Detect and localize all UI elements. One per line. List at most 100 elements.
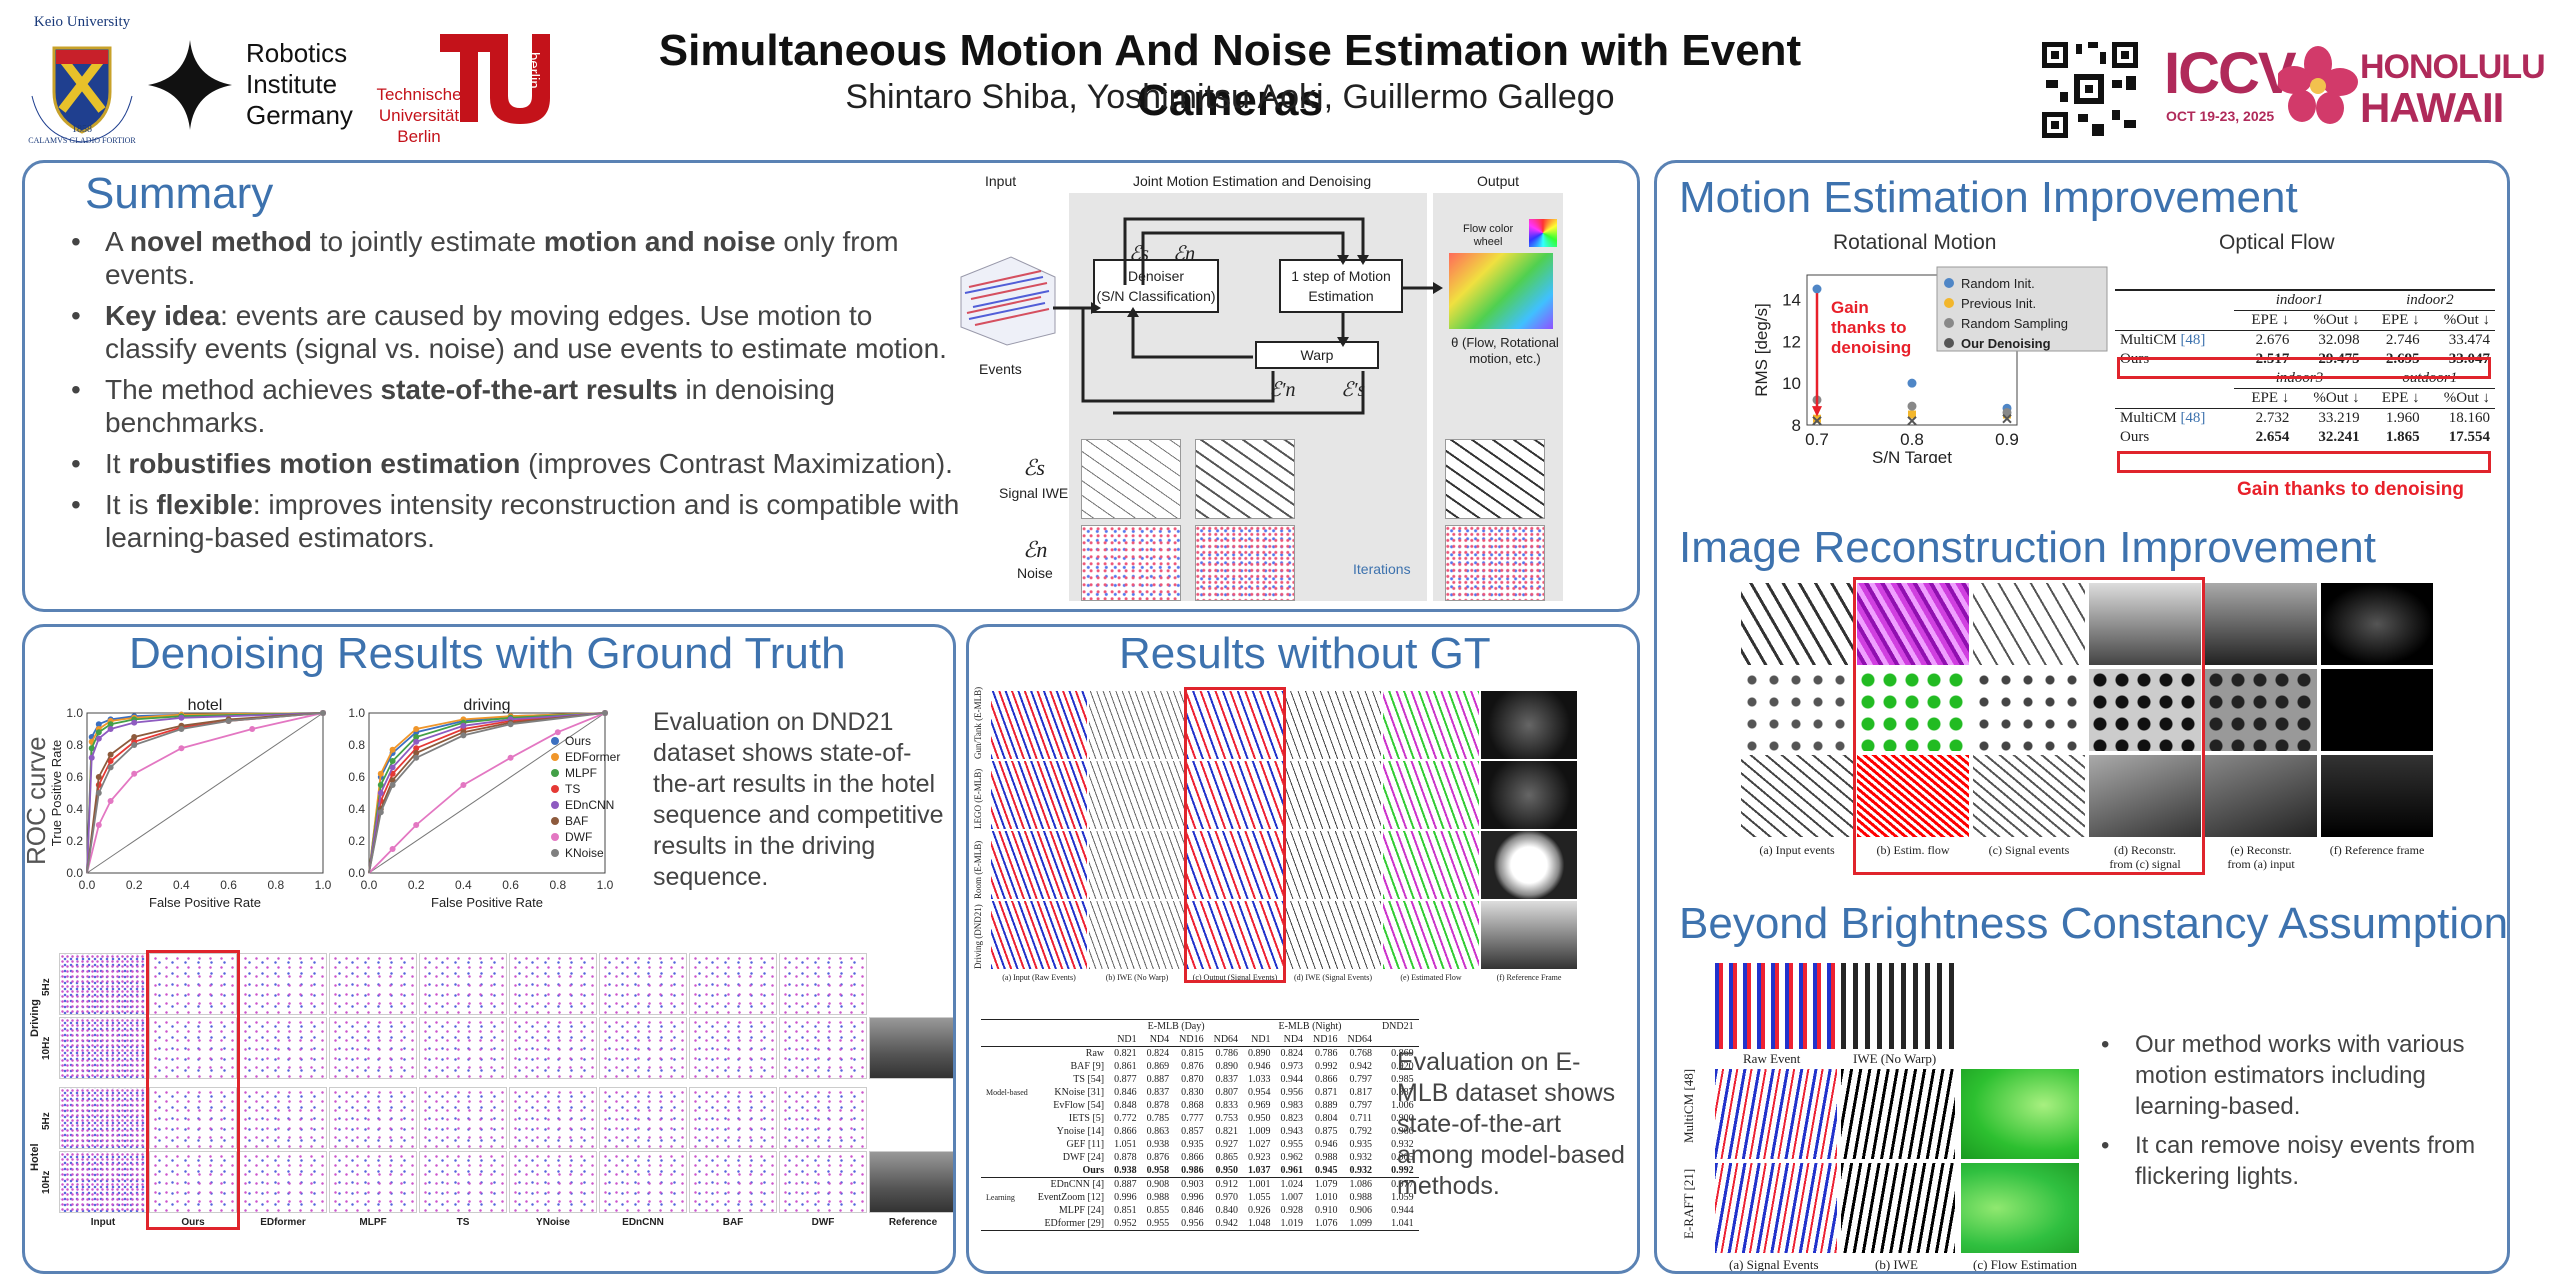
pipeline-output-label: Output bbox=[1477, 173, 1520, 189]
table-cell: 0.875 bbox=[1315, 1126, 1338, 1137]
rms-ytick: 14 bbox=[1782, 290, 1801, 309]
rms-point bbox=[1907, 416, 1917, 426]
table-cell: ND4 bbox=[1283, 1034, 1304, 1045]
roc-point bbox=[88, 754, 95, 761]
table-cell: 1.027 bbox=[1248, 1139, 1271, 1150]
nogt-grid: Gun/Tank (E-MLB)LEGO (E-MLB)Room (E-MLB)… bbox=[973, 687, 1609, 1031]
roc-point bbox=[377, 770, 384, 777]
beyond-signal-1 bbox=[1715, 1069, 1837, 1159]
table-cell: 0.861 bbox=[1114, 1061, 1137, 1072]
flow-ref: [48] bbox=[2180, 410, 2206, 426]
beyond-bullet-2: It can remove noisy events from flickeri… bbox=[2095, 1130, 2495, 1192]
denoise-cell bbox=[779, 953, 867, 1015]
legend-label: BAF bbox=[565, 814, 588, 828]
beyond-row1-label: MultiCM [48] bbox=[1681, 1068, 1696, 1143]
table-cell: 0.992 bbox=[1315, 1061, 1338, 1072]
rms-xtick: 0.7 bbox=[1805, 430, 1829, 449]
roc-xtick: 1.0 bbox=[315, 878, 332, 892]
table-cell: 0.932 bbox=[1349, 1152, 1372, 1163]
table-cell: EventZoom [12] bbox=[1037, 1192, 1105, 1203]
denoise-cell bbox=[419, 1017, 507, 1079]
rms-legend-marker bbox=[1944, 318, 1954, 328]
table-cell bbox=[981, 1177, 1033, 1191]
gain-arrowhead bbox=[1812, 406, 1822, 417]
denoise-cell bbox=[59, 1087, 147, 1149]
beyond-flow-1 bbox=[1961, 1069, 2079, 1159]
table-cell: 1.009 bbox=[1248, 1126, 1271, 1137]
roc-point bbox=[88, 745, 95, 752]
signal-iwe-2 bbox=[1195, 439, 1295, 519]
table-cell: 0.851 bbox=[1114, 1205, 1137, 1216]
table-cell: MLPF [24] bbox=[1058, 1205, 1105, 1216]
table-cell: 0.857 bbox=[1181, 1126, 1204, 1137]
table-cell: 1.048 bbox=[1243, 1217, 1276, 1231]
table-cell: 0.821 bbox=[1215, 1126, 1239, 1137]
table-cell: 0.935 bbox=[1349, 1139, 1372, 1150]
denoise-cell bbox=[869, 1087, 953, 1149]
roc-xtick: 0.6 bbox=[502, 878, 519, 892]
summary-bullet-2: Key idea: events are caused by moving ed… bbox=[65, 299, 965, 365]
table-cell: 0.962 bbox=[1280, 1152, 1304, 1163]
recon-cell bbox=[2205, 755, 2317, 837]
table-cell: 0.955 bbox=[1141, 1217, 1175, 1231]
table-cell: 0.903 bbox=[1174, 1177, 1209, 1191]
denoise-group-label: Driving bbox=[29, 999, 41, 1037]
table-cell: 0.961 bbox=[1280, 1165, 1304, 1176]
recon-caption-line: (b) Estim. flow bbox=[1876, 843, 1950, 857]
roc-point bbox=[131, 770, 138, 777]
keio-motto: CALAMVS GLADIO FORTIOR bbox=[28, 136, 136, 145]
roc-point bbox=[131, 719, 138, 726]
pipeline-figure: Input Joint Motion Estimation and Denois… bbox=[933, 163, 1593, 609]
flow-value: 33.219 bbox=[2318, 410, 2360, 426]
denoise-cell bbox=[599, 1087, 687, 1149]
denoise-cell bbox=[419, 953, 507, 1015]
nogt-row-label: Gun/Tank (E-MLB) bbox=[973, 686, 983, 759]
table-cell: 1.024 bbox=[1275, 1177, 1309, 1191]
table-cell: 1.033 bbox=[1248, 1074, 1271, 1085]
denoise-cell bbox=[689, 1151, 777, 1213]
rms-point bbox=[1908, 410, 1916, 419]
roc-point bbox=[95, 729, 102, 736]
roc-ytick: 0.6 bbox=[66, 770, 83, 784]
rms-ytick: 12 bbox=[1782, 332, 1801, 351]
nogt-title: Results without GT bbox=[1119, 629, 1491, 678]
denoising-panel: Denoising Results with Ground Truth ROC … bbox=[22, 624, 956, 1274]
recon-cell bbox=[2089, 669, 2201, 751]
rms-legend: Random Init.Previous Init.Random Samplin… bbox=[1936, 266, 2108, 352]
roc-ytick: 1.0 bbox=[348, 706, 365, 720]
roc-point bbox=[413, 738, 420, 745]
table-cell: 0.869 bbox=[1146, 1061, 1170, 1072]
table-cell: 1.076 bbox=[1308, 1217, 1343, 1231]
table-cell: 0.868 bbox=[1181, 1100, 1204, 1111]
table-cell: IETS [5] bbox=[1068, 1113, 1105, 1124]
flow-value: 33.474 bbox=[2448, 332, 2490, 348]
rig-logo-text: Robotics Institute Germany bbox=[246, 38, 353, 131]
rms-legend-marker bbox=[1944, 298, 1954, 308]
legend-marker bbox=[551, 849, 559, 857]
denoise-cell bbox=[599, 953, 687, 1015]
recon-grid: (a) Input events(b) Estim. flow(c) Signa… bbox=[1741, 577, 2485, 875]
tub-logo: berlin bbox=[438, 30, 566, 126]
nogt-cell bbox=[1285, 761, 1381, 829]
denoise-eval-text: Evaluation on DND21 dataset shows state-… bbox=[653, 708, 944, 891]
legend-label: MLPF bbox=[565, 766, 597, 780]
roc-point bbox=[413, 750, 420, 756]
table-cell: 1.051 bbox=[1114, 1139, 1137, 1150]
nogt-row-label: Driving (DND21) bbox=[973, 904, 983, 969]
iterations-label: Iterations bbox=[1353, 561, 1411, 577]
flow-wheel-label: Flow color wheel bbox=[1463, 223, 1514, 248]
table-cell: 1.007 bbox=[1280, 1192, 1304, 1203]
beyond-title: Beyond Brightness Constancy Assumption bbox=[1679, 899, 2509, 948]
esp-symbol: ℰ′s bbox=[1341, 379, 1366, 401]
table-cell: 0.969 bbox=[1248, 1100, 1271, 1111]
denoise-cell bbox=[419, 1087, 507, 1149]
denoise-col-label: TS bbox=[456, 1217, 470, 1228]
table-cell: 0.887 bbox=[1391, 1087, 1414, 1098]
table-cell: 1.055 bbox=[1248, 1192, 1271, 1203]
roc-ytick: 0.4 bbox=[66, 802, 83, 816]
keio-name: Keio University bbox=[33, 14, 131, 30]
roc-label: ROC curve bbox=[22, 736, 51, 865]
